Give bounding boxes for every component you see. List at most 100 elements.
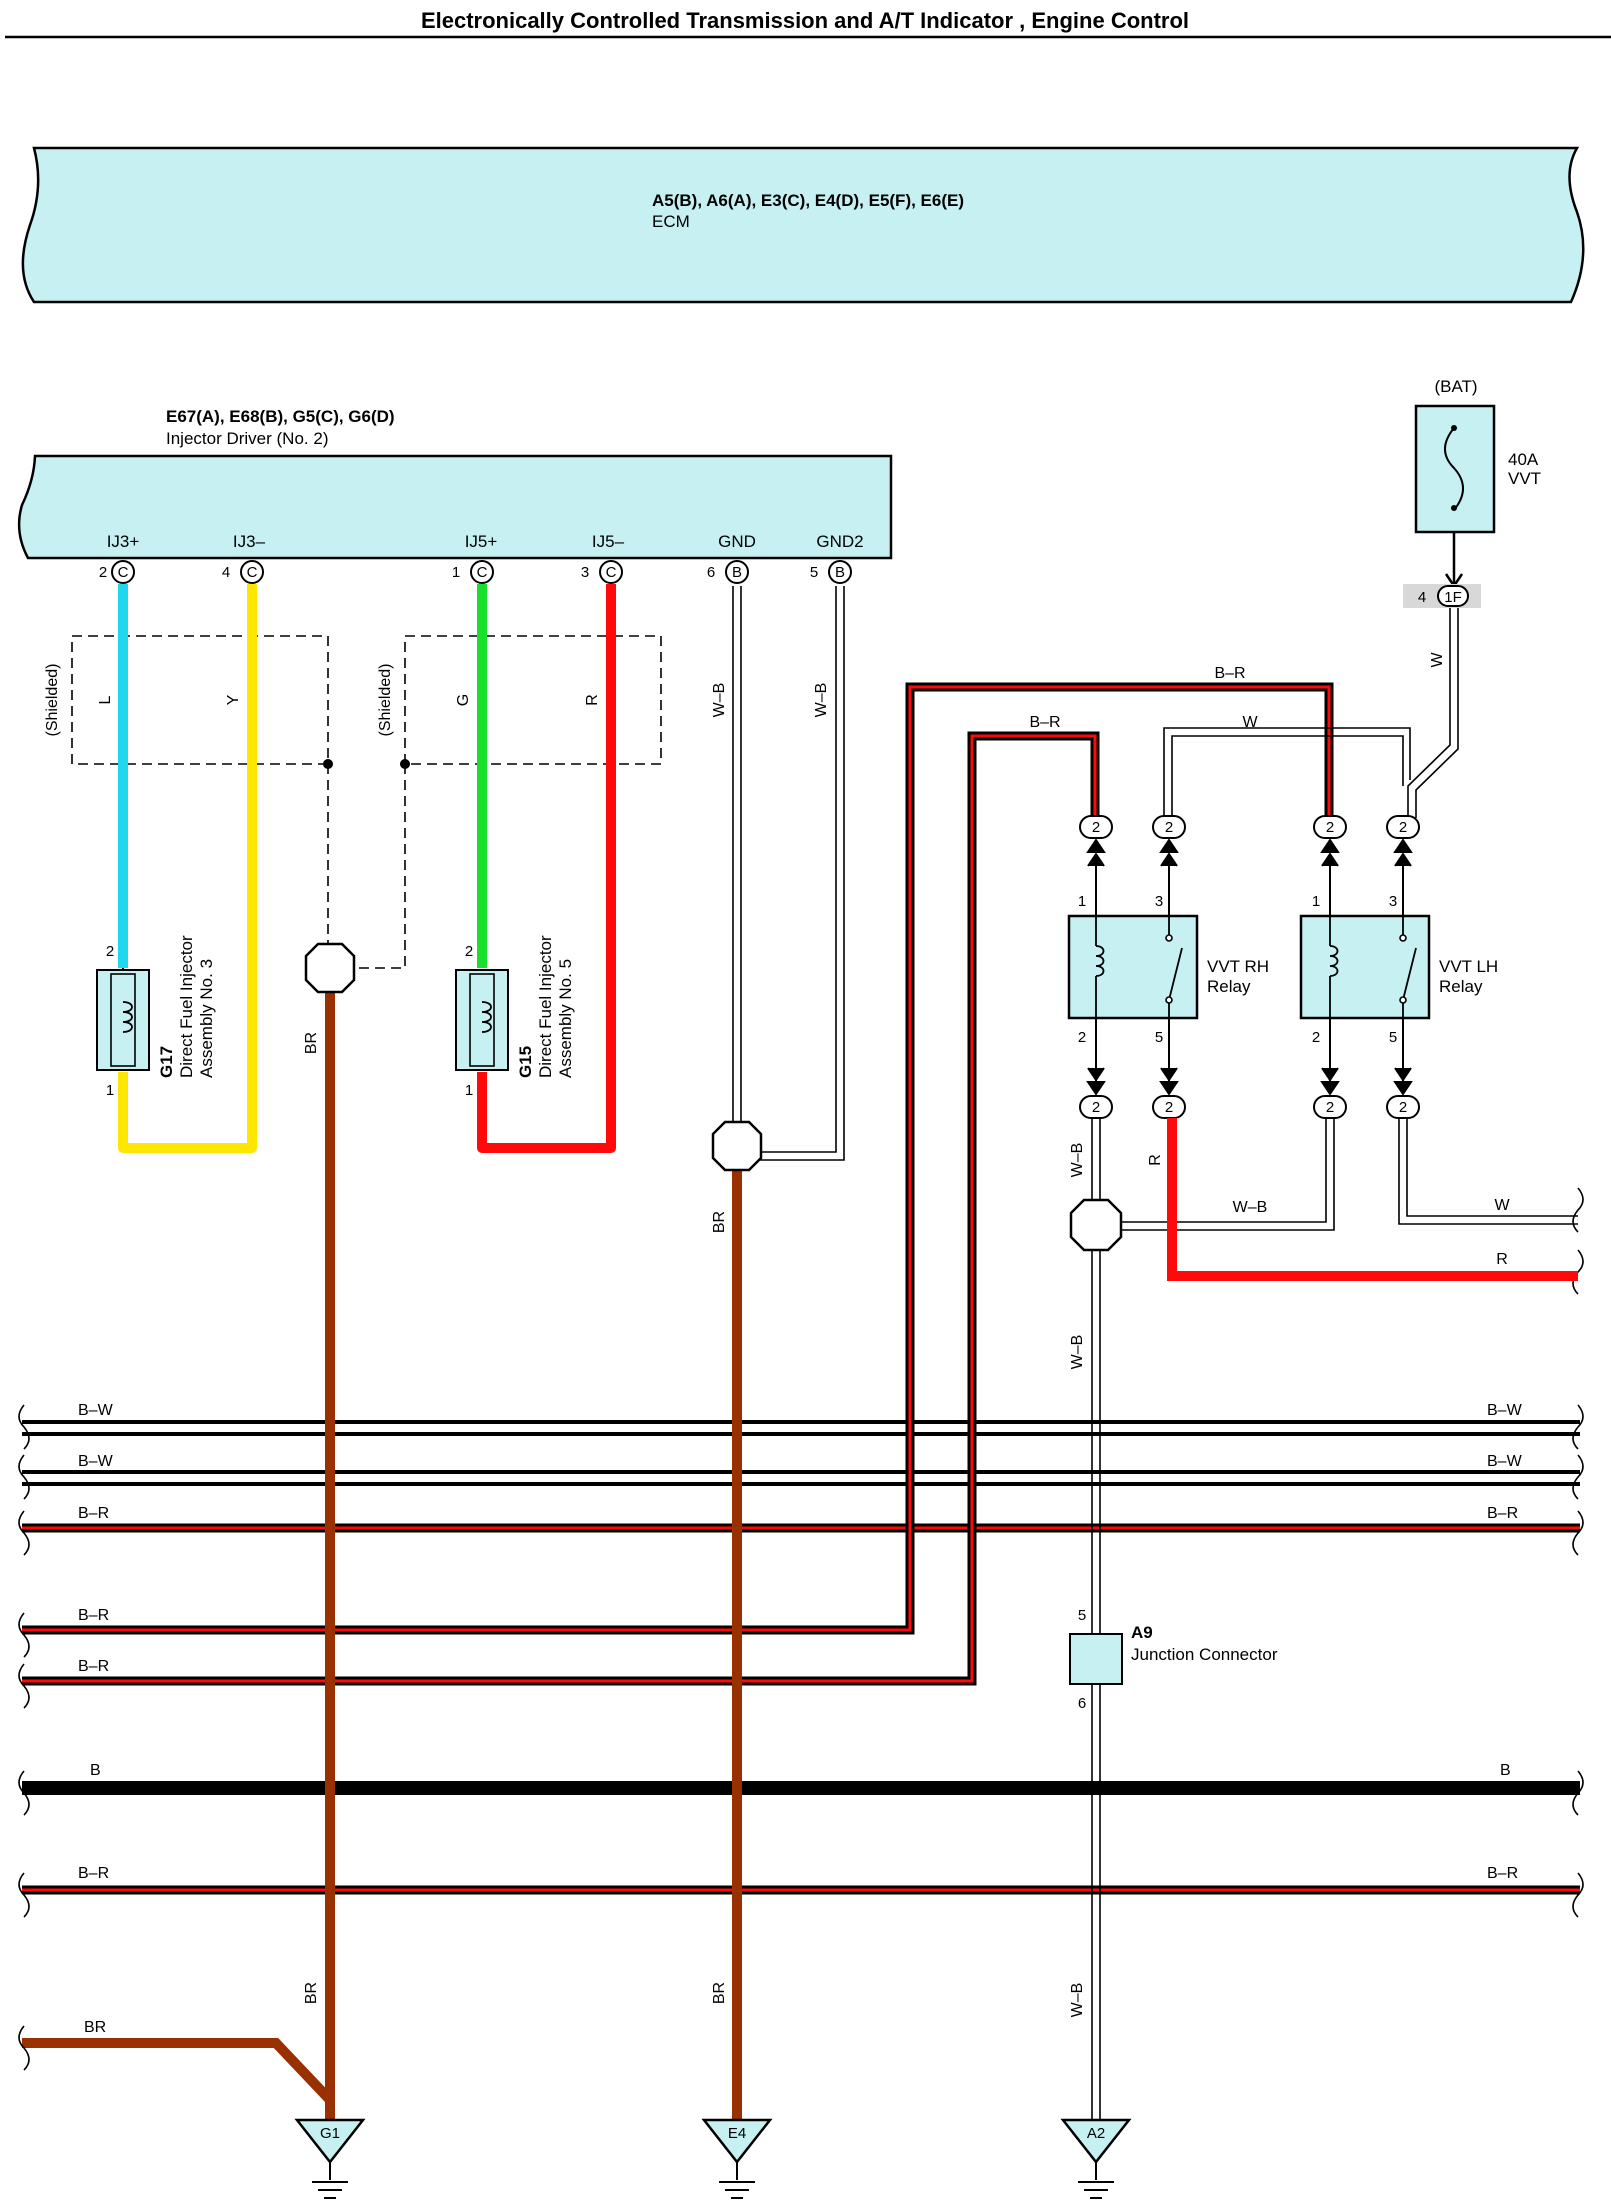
wire-label-r-inj5: R [584,694,601,706]
bus-label-bw-2-right: B–W [1487,1453,1523,1470]
svg-text:5: 5 [1155,1029,1163,1046]
label-br-lh-top: B–R [1214,665,1245,682]
label-w-relays: W [1242,714,1258,731]
bus-label-bw-2-left: B–W [78,1453,114,1470]
injector-g17: 2 1 G17 Direct Fuel Injector Assembly No… [96,935,216,1099]
pin-conn-gnd: B [732,564,742,581]
svg-text:1: 1 [1078,893,1086,910]
bus-label-bw-1-right: B–W [1487,1402,1523,1419]
g17-code: G17 [157,1046,176,1078]
break-marks [18,1187,1584,2071]
ecm-connectors: A5(B), A6(A), E3(C), E4(D), E5(F), E6(E) [652,191,964,210]
wire-label-wb-gnd2: W–B [813,683,830,718]
svg-text:2: 2 [1326,819,1334,836]
junction-code: A9 [1131,1623,1153,1642]
pin-num-gnd: 6 [707,564,715,581]
fuse-vvt: (BAT) 40A VVT 4 1F [1403,377,1541,608]
g17-pin-top: 2 [106,943,114,960]
label-wb-relay: W–B [1069,1143,1086,1178]
g15-code: G15 [516,1046,535,1078]
label-br-e4-top: BR [711,1211,728,1233]
pin-conn-ij5plus: C [477,564,488,581]
svg-text:E4: E4 [728,2125,746,2142]
relay-vvt-rh: 1 3 2 5 VVT RH Relay [1067,893,1269,1046]
injector-driver-name: Injector Driver (No. 2) [166,429,328,448]
relay-vvt-lh: 1 3 2 5 VVT LH Relay [1299,893,1498,1046]
pin-conn-ij3plus: C [118,564,129,581]
wire-label-g: G [455,694,472,706]
pin-num-ij5minus: 3 [581,564,589,581]
bus-label-br-3-left: B–R [78,1658,109,1675]
pin-conn-ij3minus: C [247,564,258,581]
svg-text:3: 3 [1155,893,1163,910]
pin-num-ij5plus: 1 [452,564,460,581]
relay-bottom-connectors: 2 2 2 2 [1079,1018,1420,1119]
wire-r-ij5minus [477,584,616,1153]
g15-name-2: Assembly No. 5 [556,959,575,1078]
terminal-ij3-minus: IJ3– [233,532,266,551]
junction-name: Junction Connector [1131,1645,1278,1664]
g15-pin-top: 2 [465,943,473,960]
bus-label-br-1-left: B–R [78,1505,109,1522]
bus-label-br-4-left: B–R [78,1865,109,1882]
shield-box-inj3 [71,635,329,765]
label-w-fuse: W [1429,652,1446,668]
shield-box-inj5 [404,635,662,765]
fuse-name: VVT [1508,469,1541,488]
bus-label-bw-1-left: B–W [78,1402,114,1419]
svg-text:2: 2 [1326,1099,1334,1116]
coil-icon [1329,945,1339,977]
ecm-name: ECM [652,212,690,231]
coil-icon [481,1001,492,1033]
relay-lh-name-1: VVT LH [1439,957,1498,976]
shield-junction-dot-2 [400,759,410,769]
g15-pin-bottom: 1 [465,1082,473,1099]
svg-text:2: 2 [1312,1029,1320,1046]
svg-text:3: 3 [1389,893,1397,910]
shielded-label-2: (Shielded) [377,664,394,737]
label-w-right: W [1494,1197,1510,1214]
fuse-icon [1444,427,1464,511]
label-br-rh-top: B–R [1029,714,1060,731]
page-title: Electronically Controlled Transmission a… [421,8,1189,33]
pin-num-gnd2: 5 [810,564,818,581]
label-wb-bottom: W–B [1069,1983,1086,2018]
bus-label-b-left: B [90,1762,101,1779]
wire-label-y: Y [225,694,242,705]
fuse-pin: 4 [1418,589,1426,606]
splice-g1 [304,942,356,994]
label-br-e4-bottom: BR [711,1982,728,2004]
bus-label-br-4-right: B–R [1487,1865,1518,1882]
label-wb-relay-lh: W–B [1233,1199,1268,1216]
wire-wb-gnd [732,586,845,1161]
ground-a2: A2 [1060,2118,1132,2199]
fuse-connector: 1F [1444,589,1462,606]
driver-pins: C 2 C 4 C 1 C 3 B 6 B 5 [99,560,852,584]
fuse-source: (BAT) [1434,377,1477,396]
svg-text:2: 2 [1078,1029,1086,1046]
bus-label-br-brown-left: BR [84,2019,106,2036]
g15-name-1: Direct Fuel Injector [536,935,555,1078]
bus-label-b-right: B [1500,1762,1511,1779]
g17-pin-bottom: 1 [106,1082,114,1099]
label-r-right: R [1496,1251,1508,1268]
terminal-gnd: GND [718,532,756,551]
bus-label-br-2-left: B–R [78,1607,109,1624]
fuse-rating: 40A [1508,450,1539,469]
ground-e4: E4 [701,2118,773,2199]
shield-drain-2 [354,764,406,969]
label-br-g1-top: BR [303,1032,320,1054]
svg-text:2: 2 [1092,1099,1100,1116]
bus-wires [22,682,1580,2104]
svg-text:2: 2 [1399,819,1407,836]
relay-rh-name-2: Relay [1207,977,1251,996]
pin-conn-ij5minus: C [606,564,617,581]
ecm-module: A5(B), A6(A), E3(C), E4(D), E5(F), E6(E)… [21,146,1585,304]
svg-text:G1: G1 [320,2125,340,2142]
switch-icon [1168,947,1183,1001]
g17-name-1: Direct Fuel Injector [177,935,196,1078]
svg-text:2: 2 [1399,1099,1407,1116]
wire-label-wb-gnd: W–B [711,683,728,718]
wire-label-l: L [97,695,114,704]
label-br-g1-bottom: BR [303,1982,320,2004]
